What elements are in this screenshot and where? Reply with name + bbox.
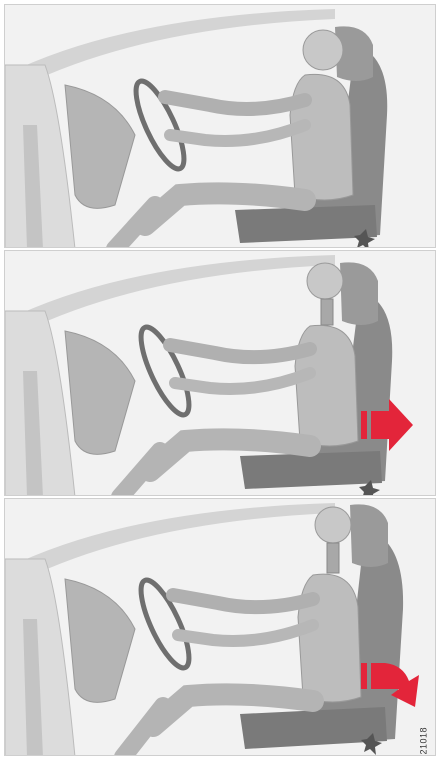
dummy-head	[303, 30, 343, 70]
panel-seat-tilts-back: G021018	[4, 498, 436, 756]
panel-illustration	[5, 5, 436, 248]
panel-seat-moves-back	[4, 250, 436, 496]
panel-illustration	[5, 499, 436, 756]
panel-seat-normal	[4, 4, 436, 248]
figure-code: G021018	[419, 727, 429, 756]
crash-dummy-figure: G021018	[4, 4, 436, 756]
dummy-torso	[290, 74, 353, 200]
panel-illustration	[5, 251, 436, 496]
